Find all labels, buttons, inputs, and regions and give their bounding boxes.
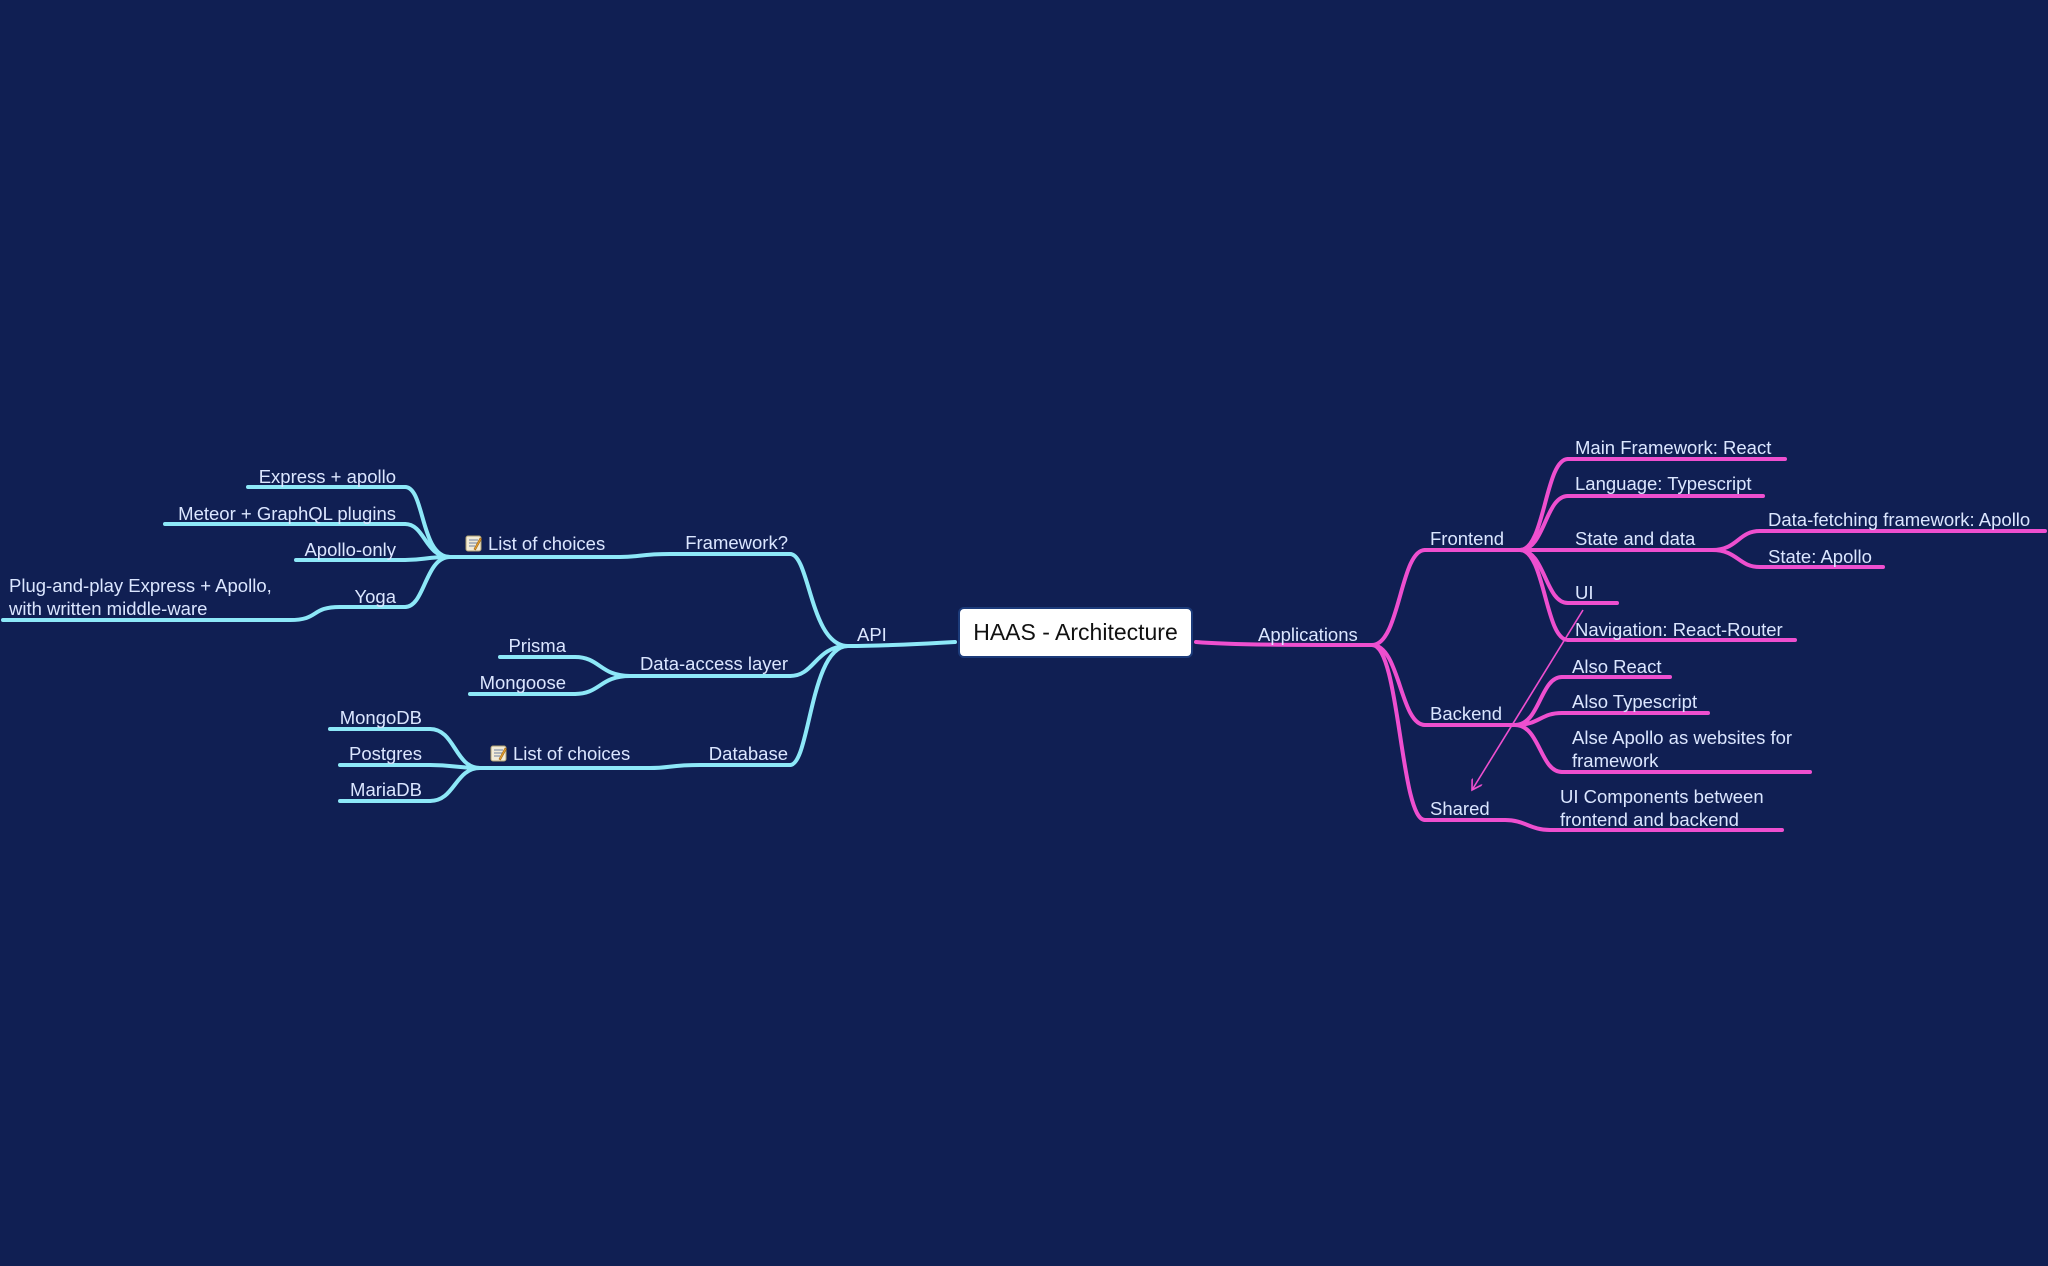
frontend-navigation[interactable]: Navigation: React-Router	[1575, 619, 1783, 640]
link-app-frontend	[1370, 548, 1427, 647]
link-framework-list	[448, 552, 672, 559]
link-root-applications	[1194, 640, 1374, 647]
topic-framework[interactable]: Framework?	[685, 532, 788, 553]
backend-alse-apollo[interactable]: Alse Apollo as websites for framework	[1572, 727, 1793, 771]
backend-also-typescript[interactable]: Also Typescript	[1572, 691, 1698, 712]
topic-frontend[interactable]: Frontend	[1430, 528, 1505, 549]
option-mongoose[interactable]: Mongoose	[479, 672, 566, 693]
topic-database-list[interactable]: List of choices	[490, 742, 630, 765]
framework-list-label: List of choices	[488, 533, 606, 554]
frontend-state-and-data[interactable]: State and data	[1575, 528, 1696, 549]
link-api-framework	[788, 552, 850, 648]
link-yoga-note	[288, 605, 342, 622]
option-apollo-only[interactable]: Apollo-only	[304, 539, 396, 560]
link-api-database	[788, 644, 850, 767]
memo-icon	[465, 534, 482, 552]
state-data-fetching[interactable]: Data-fetching framework: Apollo	[1768, 509, 2031, 530]
option-yoga[interactable]: Yoga	[354, 586, 396, 607]
frontend-ui[interactable]: UI	[1575, 582, 1594, 603]
shared-ui-components[interactable]: UI Components between frontend and backe…	[1560, 786, 1764, 830]
topic-data-access-layer[interactable]: Data-access layer	[639, 653, 788, 674]
link-root-api	[846, 640, 957, 648]
link-database-list	[478, 763, 702, 770]
yoga-note[interactable]: Plug-and-play Express + Apollo, with wri…	[9, 575, 272, 619]
topic-database[interactable]: Database	[708, 743, 788, 764]
link-state-fetch	[1710, 529, 1762, 552]
link-shared-ui	[1503, 818, 1552, 832]
option-meteor-graphql[interactable]: Meteor + GraphQL plugins	[178, 503, 396, 524]
state-apollo[interactable]: State: Apollo	[1768, 546, 1872, 567]
link-frontend-main	[1518, 457, 1570, 552]
memo-icon	[490, 744, 507, 762]
topic-shared[interactable]: Shared	[1430, 798, 1490, 819]
database-list-label: List of choices	[513, 743, 631, 764]
link-list-yoga	[403, 555, 452, 609]
backend-also-react[interactable]: Also React	[1572, 656, 1662, 677]
frontend-main-framework[interactable]: Main Framework: React	[1575, 437, 1772, 458]
root-topic[interactable]: HAAS - Architecture	[958, 607, 1193, 658]
option-mariadb[interactable]: MariaDB	[350, 779, 422, 800]
relationship-arrow-ui-shared	[1472, 609, 1584, 790]
option-express-apollo[interactable]: Express + apollo	[258, 466, 396, 487]
link-data-mongoose	[573, 674, 632, 696]
link-dblist-mongodb	[428, 727, 482, 770]
frontend-language[interactable]: Language: Typescript	[1575, 473, 1752, 494]
link-list-express	[403, 485, 452, 559]
link-backend-typescript	[1513, 711, 1564, 727]
link-app-shared	[1370, 643, 1427, 822]
option-prisma[interactable]: Prisma	[508, 635, 566, 656]
topic-api[interactable]: API	[857, 624, 887, 645]
option-mongodb[interactable]: MongoDB	[339, 707, 422, 728]
topic-framework-list[interactable]: List of choices	[465, 532, 605, 555]
link-frontend-nav	[1518, 548, 1570, 642]
option-postgres[interactable]: Postgres	[348, 743, 422, 764]
link-state-apollo	[1710, 548, 1762, 569]
link-backend-apollo	[1513, 723, 1564, 774]
topic-backend[interactable]: Backend	[1430, 703, 1502, 724]
topic-applications[interactable]: Applications	[1258, 624, 1358, 645]
link-dblist-mariadb	[428, 766, 482, 803]
